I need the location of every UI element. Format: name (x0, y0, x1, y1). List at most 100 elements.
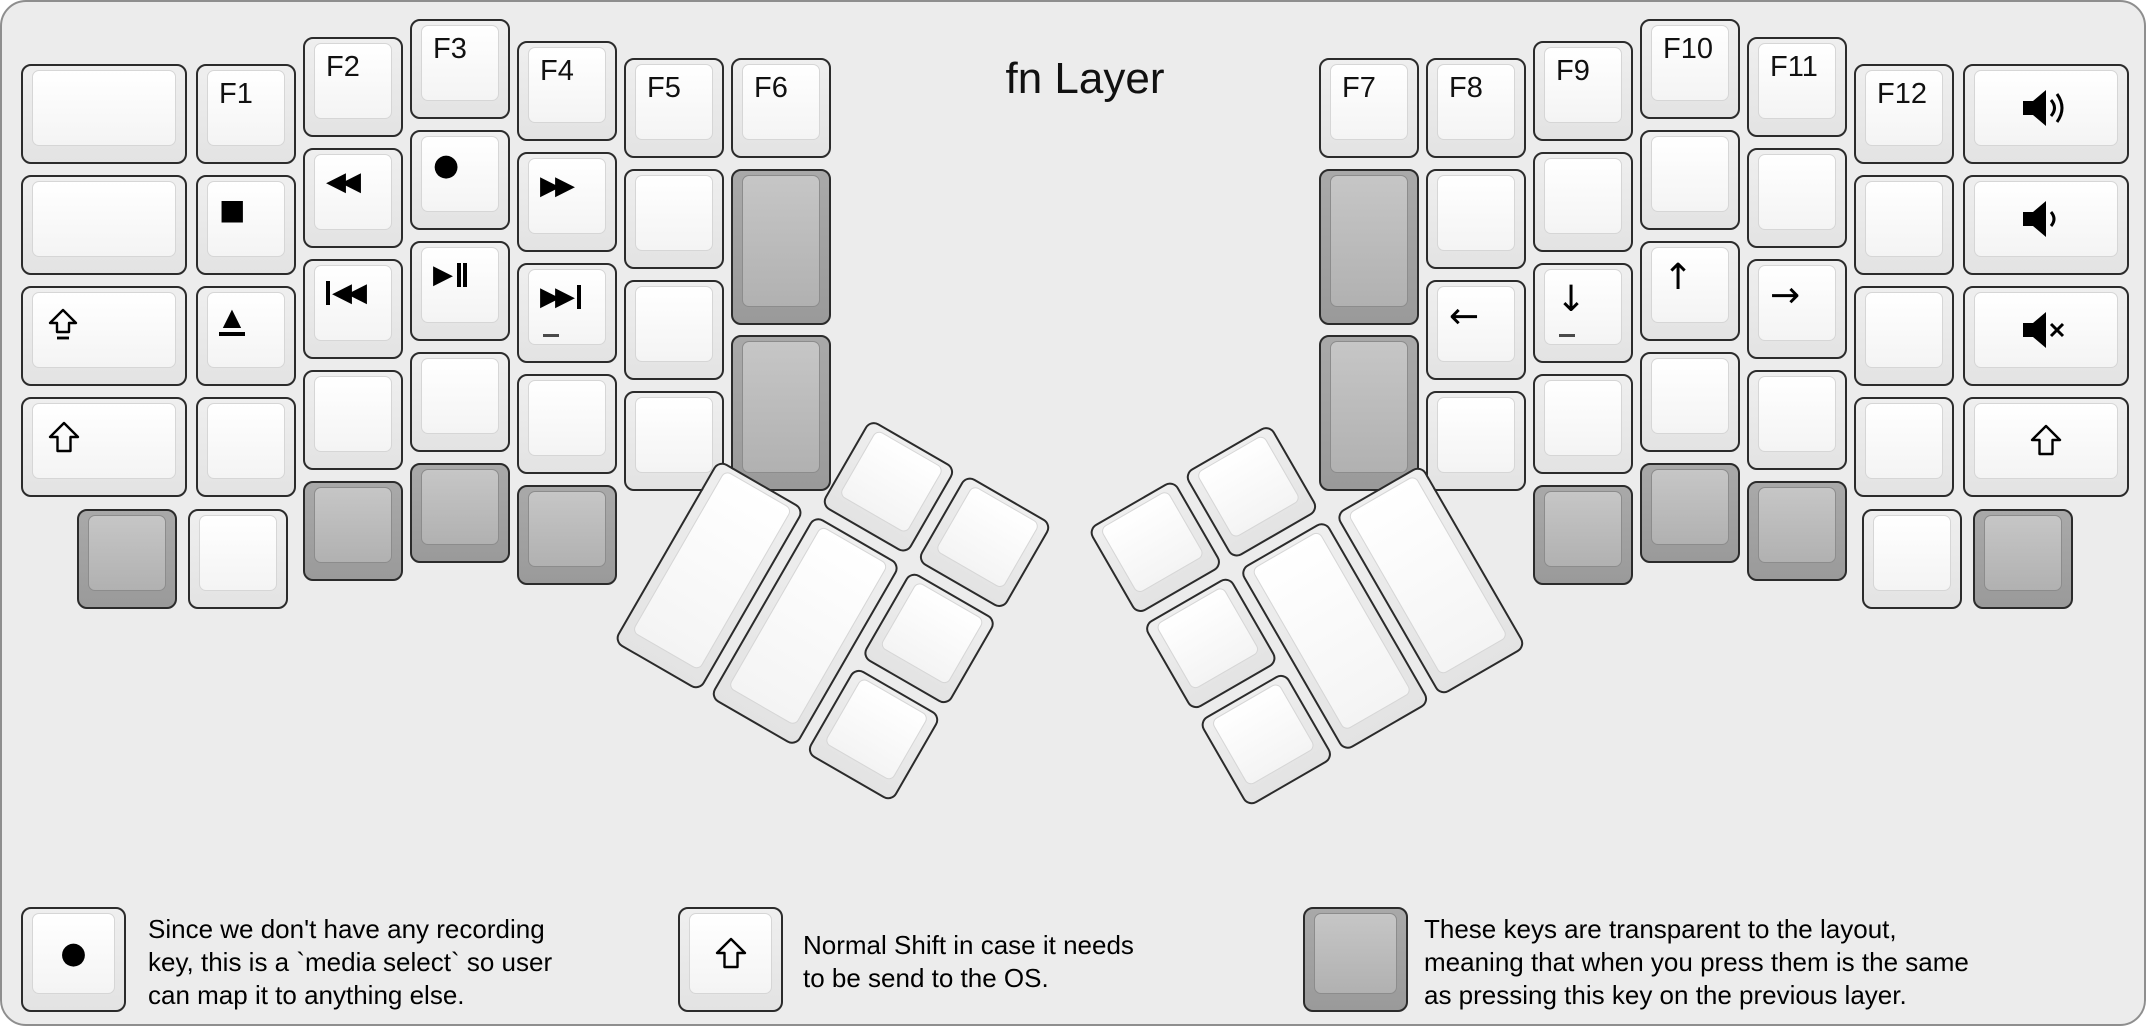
key-arrow-right[interactable]: → (1747, 259, 1847, 359)
key-next-track[interactable]: ▶▶ (517, 263, 617, 363)
keytop (1437, 397, 1515, 473)
homing-bar (543, 334, 559, 337)
key-transparent[interactable] (1973, 509, 2073, 609)
key-blank[interactable] (303, 370, 403, 470)
key-f1-label: F1 (219, 78, 253, 110)
key-f2[interactable]: F2 (303, 37, 403, 137)
key-blank[interactable] (624, 169, 724, 269)
key-f3-label: F3 (433, 33, 467, 65)
key-shift[interactable] (1963, 397, 2129, 497)
key-eject[interactable]: ▲ (196, 286, 296, 386)
key-f3[interactable]: F3 (410, 19, 510, 119)
key-transparent[interactable] (1640, 463, 1740, 563)
key-blank[interactable] (1426, 391, 1526, 491)
key-arrow-left[interactable]: ← (1426, 280, 1526, 380)
key-blank[interactable] (1533, 374, 1633, 474)
key-transparent[interactable] (77, 509, 177, 609)
key-f12[interactable]: F12 (1854, 64, 1954, 164)
key-blank[interactable] (21, 175, 187, 275)
key-f8[interactable]: F8 (1426, 58, 1526, 158)
key-prev-track[interactable]: ◀◀ (303, 259, 403, 359)
key-transparent[interactable] (1533, 485, 1633, 585)
key-blank[interactable] (1533, 152, 1633, 252)
key-volume-down[interactable] (1963, 175, 2129, 275)
key-f5-label: F5 (647, 72, 681, 104)
key-rewind[interactable]: ◀◀ (303, 148, 403, 248)
key-transparent[interactable] (731, 169, 831, 325)
keytop (1974, 403, 2118, 479)
keytop (314, 376, 392, 452)
keytop (1330, 341, 1408, 473)
key-blank[interactable] (1854, 397, 1954, 497)
keytop (1865, 181, 1943, 257)
keytop: F8 (1437, 64, 1515, 140)
keytop: ▲ (207, 292, 285, 368)
key-blank[interactable] (1747, 148, 1847, 248)
key-transparent[interactable] (1319, 169, 1419, 325)
key-transparent[interactable] (1319, 335, 1419, 491)
key-f10-label: F10 (1663, 33, 1713, 65)
shift-icon (44, 418, 164, 458)
key-mute[interactable] (1963, 286, 2129, 386)
key-blank[interactable] (1640, 130, 1740, 230)
key-blank[interactable] (21, 64, 187, 164)
key-blank[interactable] (1426, 169, 1526, 269)
key-arrow-down[interactable]: ↓ (1533, 263, 1633, 363)
homing-bar (1559, 334, 1575, 337)
key-blank[interactable] (188, 509, 288, 609)
keytop (1651, 469, 1729, 545)
key-f12-label: F12 (1877, 78, 1927, 110)
key-transparent[interactable] (731, 335, 831, 491)
key-blank[interactable] (196, 397, 296, 497)
legend-key-transparent (1303, 907, 1408, 1012)
key-transparent[interactable] (1747, 481, 1847, 581)
key-fast-forward[interactable]: ▶▶ (517, 152, 617, 252)
key-blank[interactable] (1854, 175, 1954, 275)
keytop (1544, 380, 1622, 456)
key-blank[interactable] (410, 352, 510, 452)
key-f11[interactable]: F11 (1747, 37, 1847, 137)
prev-icon: ◀◀ (326, 280, 380, 306)
legend-key-shift (678, 907, 783, 1012)
keytop (1984, 515, 2062, 591)
keytop: ● (32, 913, 115, 994)
key-volume-up[interactable] (1963, 64, 2129, 164)
vol-down-icon (1975, 182, 2117, 256)
keytop (1865, 403, 1943, 479)
key-f10[interactable]: F10 (1640, 19, 1740, 119)
keytop: ▶ (421, 247, 499, 323)
keytop (1544, 158, 1622, 234)
key-blank[interactable] (1862, 509, 1962, 609)
key-shift[interactable] (21, 397, 187, 497)
key-capslock[interactable] (21, 286, 187, 386)
keytop: F11 (1758, 43, 1836, 119)
key-f5[interactable]: F5 (624, 58, 724, 158)
key-f2-label: F2 (326, 51, 360, 83)
key-f6[interactable]: F6 (731, 58, 831, 158)
key-f6-label: F6 (754, 72, 788, 104)
shift-icon (690, 914, 771, 993)
keytop: F7 (1330, 64, 1408, 140)
key-f7[interactable]: F7 (1319, 58, 1419, 158)
key-blank[interactable] (1747, 370, 1847, 470)
key-record[interactable]: ● (410, 130, 510, 230)
key-transparent[interactable] (517, 485, 617, 585)
key-f9[interactable]: F9 (1533, 41, 1633, 141)
key-blank[interactable] (1854, 286, 1954, 386)
key-transparent[interactable] (303, 481, 403, 581)
key-f4[interactable]: F4 (517, 41, 617, 141)
keytop (934, 484, 1041, 590)
key-transparent[interactable] (410, 463, 510, 563)
keytop (1758, 154, 1836, 230)
keytop (32, 292, 176, 368)
keytop: ← (1437, 286, 1515, 362)
key-blank[interactable] (624, 280, 724, 380)
key-stop[interactable]: ■ (196, 175, 296, 275)
key-f1[interactable]: F1 (196, 64, 296, 164)
key-blank[interactable] (624, 391, 724, 491)
key-blank[interactable] (517, 374, 617, 474)
key-blank[interactable] (1640, 352, 1740, 452)
key-play-pause[interactable]: ▶ (410, 241, 510, 341)
key-arrow-up[interactable]: ↑ (1640, 241, 1740, 341)
legend-text-shift: Normal Shift in case it needs to be send… (803, 930, 1134, 993)
